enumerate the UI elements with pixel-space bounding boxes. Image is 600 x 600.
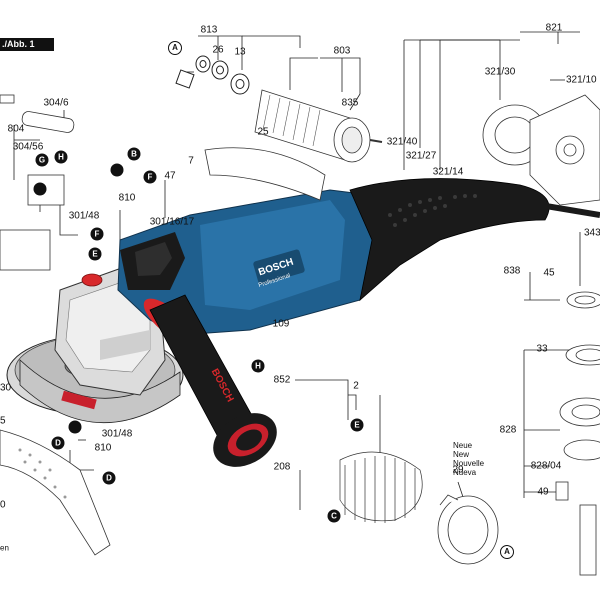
part-label: 49 xyxy=(537,486,549,498)
part-label: 7 xyxy=(188,155,194,167)
field-coil xyxy=(339,451,423,523)
part-label: 29 xyxy=(452,464,464,476)
part-label: 25 xyxy=(257,126,269,138)
switch-cover xyxy=(204,147,326,201)
part-label: 301/16/17 xyxy=(149,216,195,228)
part-label: 321/10 xyxy=(566,74,597,86)
marker-unlabeled xyxy=(68,420,82,434)
new-part-legend: Neue New Nouvelle Nueva xyxy=(453,441,484,477)
marker-b: B xyxy=(127,147,141,161)
part-label: 828/04 xyxy=(530,460,562,472)
part-label: 0 xyxy=(0,499,6,511)
part-label: 321/27 xyxy=(405,150,437,162)
part-label: 804 xyxy=(7,123,25,135)
marker-unlabeled xyxy=(110,163,124,177)
spindle-parts xyxy=(555,291,600,576)
marker-h: H xyxy=(251,359,265,373)
part-label: 821 xyxy=(545,22,563,34)
marker-a: A xyxy=(168,41,182,55)
protective-guard xyxy=(0,429,111,556)
armature xyxy=(254,89,383,163)
part-label: 13 xyxy=(234,46,246,58)
leader-lines xyxy=(13,31,584,510)
fan-cover xyxy=(437,494,499,565)
part-label: 45 xyxy=(543,267,555,279)
part-label: 803 xyxy=(333,45,351,57)
part-label: 109 xyxy=(272,318,290,330)
part-label: 321/14 xyxy=(432,166,464,178)
side-handle xyxy=(143,294,277,467)
marker-d: D xyxy=(51,436,65,450)
part-label: 321/40 xyxy=(386,136,418,148)
part-label: 301/48 xyxy=(68,210,100,222)
part-label: 304/56 xyxy=(12,141,44,153)
part-label: 5 xyxy=(0,415,6,427)
part-label: 835 xyxy=(341,97,359,109)
marker-e: E xyxy=(88,247,102,261)
bearings xyxy=(175,55,250,95)
part-label: 26 xyxy=(212,44,224,56)
part-label: 208 xyxy=(273,461,291,473)
part-label: 343 xyxy=(584,227,600,239)
part-label: 301/48 xyxy=(101,428,133,440)
marker-c: C xyxy=(327,509,341,523)
legend-de: Neue xyxy=(453,441,473,450)
part-label: 810 xyxy=(118,192,136,204)
gear-flange xyxy=(482,94,600,206)
marker-e: E xyxy=(350,418,364,432)
part-label: 47 xyxy=(164,170,176,182)
part-label: 810 xyxy=(94,442,112,454)
marker-unlabeled xyxy=(33,182,47,196)
part-label: 304/6 xyxy=(43,97,69,109)
part-label: 321/30 xyxy=(484,66,516,78)
part-label: 30 xyxy=(0,382,12,394)
marker-h: H xyxy=(54,150,68,164)
part-label: 852 xyxy=(273,374,291,386)
figure-tag: ./Abb. 1 xyxy=(0,38,54,51)
legend-fr: Nouvelle xyxy=(453,459,485,468)
marker-f: F xyxy=(143,170,157,184)
marker-f: F xyxy=(90,227,104,241)
part-label: 828 xyxy=(499,424,517,436)
part-label: 2 xyxy=(353,380,359,392)
marker-d: D xyxy=(102,471,116,485)
legend-es: Nueva xyxy=(453,468,477,477)
edge-text: en xyxy=(0,543,9,553)
part-label: 33 xyxy=(536,343,548,355)
part-label: 838 xyxy=(503,265,521,277)
marker-g: G xyxy=(35,153,49,167)
legend-en: New xyxy=(453,450,470,459)
part-label: 813 xyxy=(200,24,218,36)
marker-a: A xyxy=(500,545,514,559)
